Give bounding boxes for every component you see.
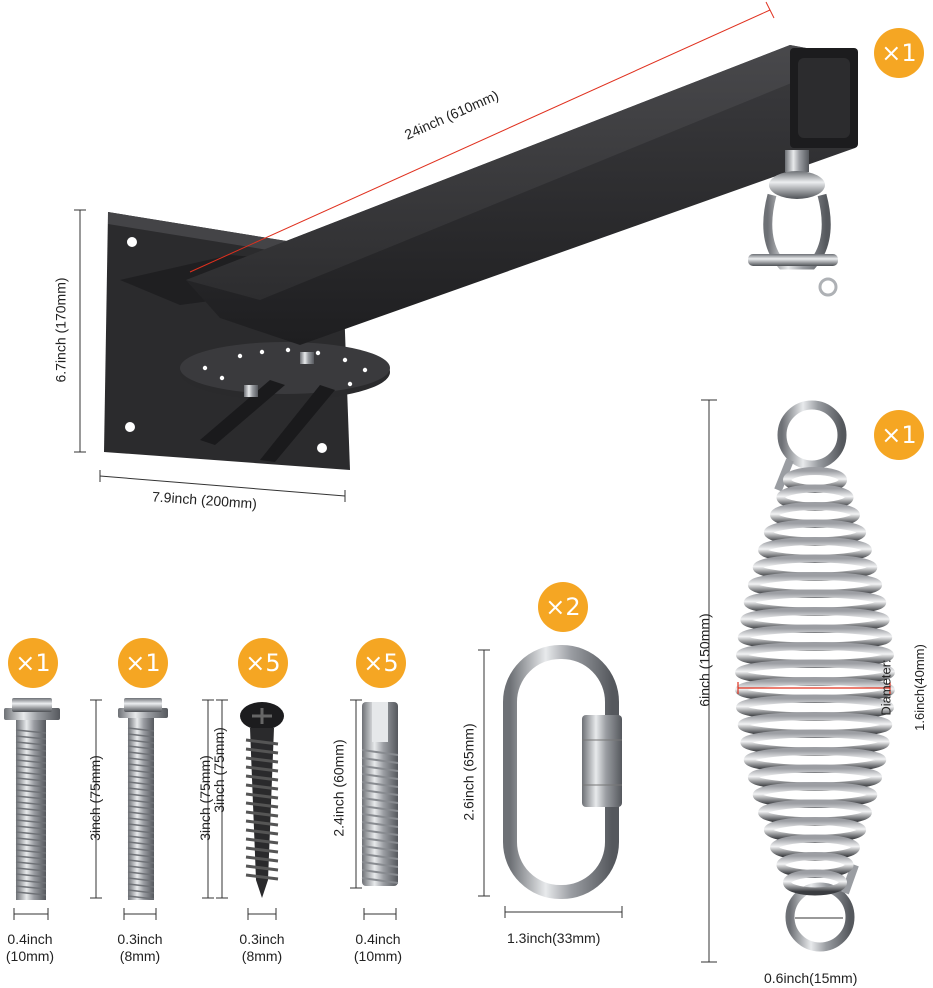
- spring-length-label: 6inch (150mm): [696, 613, 713, 707]
- hardware-1-width-line1: 0.4inch: [7, 931, 53, 947]
- quick-link-length-label: 2.6inch (65mm): [460, 723, 477, 821]
- hardware-2-width-line2: (8mm): [119, 948, 161, 964]
- plate-height-label: 6.7inch (170mm): [52, 277, 69, 383]
- hex-bolt-large-width-line: [13, 908, 49, 920]
- spring-length-dimension-line: [701, 399, 717, 963]
- beam-length-dimension-line: [189, 1, 775, 273]
- plate-height-dimension-line: [74, 209, 86, 453]
- quick-link-quantity-badge: ×2: [538, 582, 588, 632]
- spring-diameter-dimension-line: [737, 682, 891, 694]
- wood-screw-width-line: [247, 908, 277, 920]
- wall-bracket-arm: [104, 45, 858, 470]
- hex-bolt-small-length-line: [202, 699, 214, 899]
- hardware-3-width-label: 0.3inch (8mm): [232, 931, 292, 965]
- hardware-1-length-label: 3inch (75mm): [86, 755, 103, 841]
- bracket-quantity-badge: ×1: [874, 28, 924, 78]
- hardware-2-width-line1: 0.3inch: [117, 931, 163, 947]
- hardware-4-width-label: 0.4inch (10mm): [348, 931, 408, 965]
- wood-screw-length-line: [216, 699, 228, 899]
- hex-bolt-large: [4, 698, 60, 900]
- quick-link-width-label: 1.3inch(33mm): [507, 930, 601, 946]
- hardware-2-quantity-badge: ×1: [118, 638, 168, 688]
- quick-link-length-dimension-line: [478, 649, 490, 897]
- spring-diameter-label-line1: Diameter:: [878, 659, 894, 716]
- spring-diameter-label-line2: 1.6inch(40mm): [911, 644, 927, 731]
- spring-eye-label: 0.6inch(15mm): [764, 970, 858, 986]
- hardware-1-width-line2: (10mm): [5, 948, 55, 964]
- hardware-3-length-label: 3inch (75mm): [210, 727, 227, 813]
- hardware-1-quantity-badge: ×1: [8, 638, 58, 688]
- quick-link-width-dimension-line: [504, 906, 623, 918]
- hardware-1-width-label: 0.4inch (10mm): [0, 931, 60, 965]
- expansion-anchor: [361, 702, 399, 886]
- spring-quantity-badge: ×1: [874, 410, 924, 460]
- hex-bolt-small: [118, 698, 168, 900]
- plate-width-dimension-line: [99, 470, 346, 502]
- hex-bolt-small-width-line: [123, 908, 157, 920]
- hex-bolt-large-length-line: [90, 699, 102, 899]
- quick-link: [503, 645, 622, 899]
- wood-screw: [240, 702, 284, 898]
- hardware-4-width-line1: 0.4inch: [355, 931, 401, 947]
- expansion-anchor-length-line: [350, 699, 362, 889]
- spring-coil: [783, 869, 847, 896]
- spring-hanger: [735, 400, 895, 952]
- expansion-anchor-width-line: [363, 908, 397, 920]
- hardware-4-length-label: 2.4inch (60mm): [330, 739, 347, 837]
- hardware-3-quantity-badge: ×5: [238, 638, 288, 688]
- hardware-4-width-line2: (10mm): [353, 948, 403, 964]
- hardware-2-width-label: 0.3inch (8mm): [110, 931, 170, 965]
- hardware-3-width-line1: 0.3inch: [239, 931, 285, 947]
- hardware-3-width-line2: (8mm): [241, 948, 283, 964]
- hardware-4-quantity-badge: ×5: [356, 638, 406, 688]
